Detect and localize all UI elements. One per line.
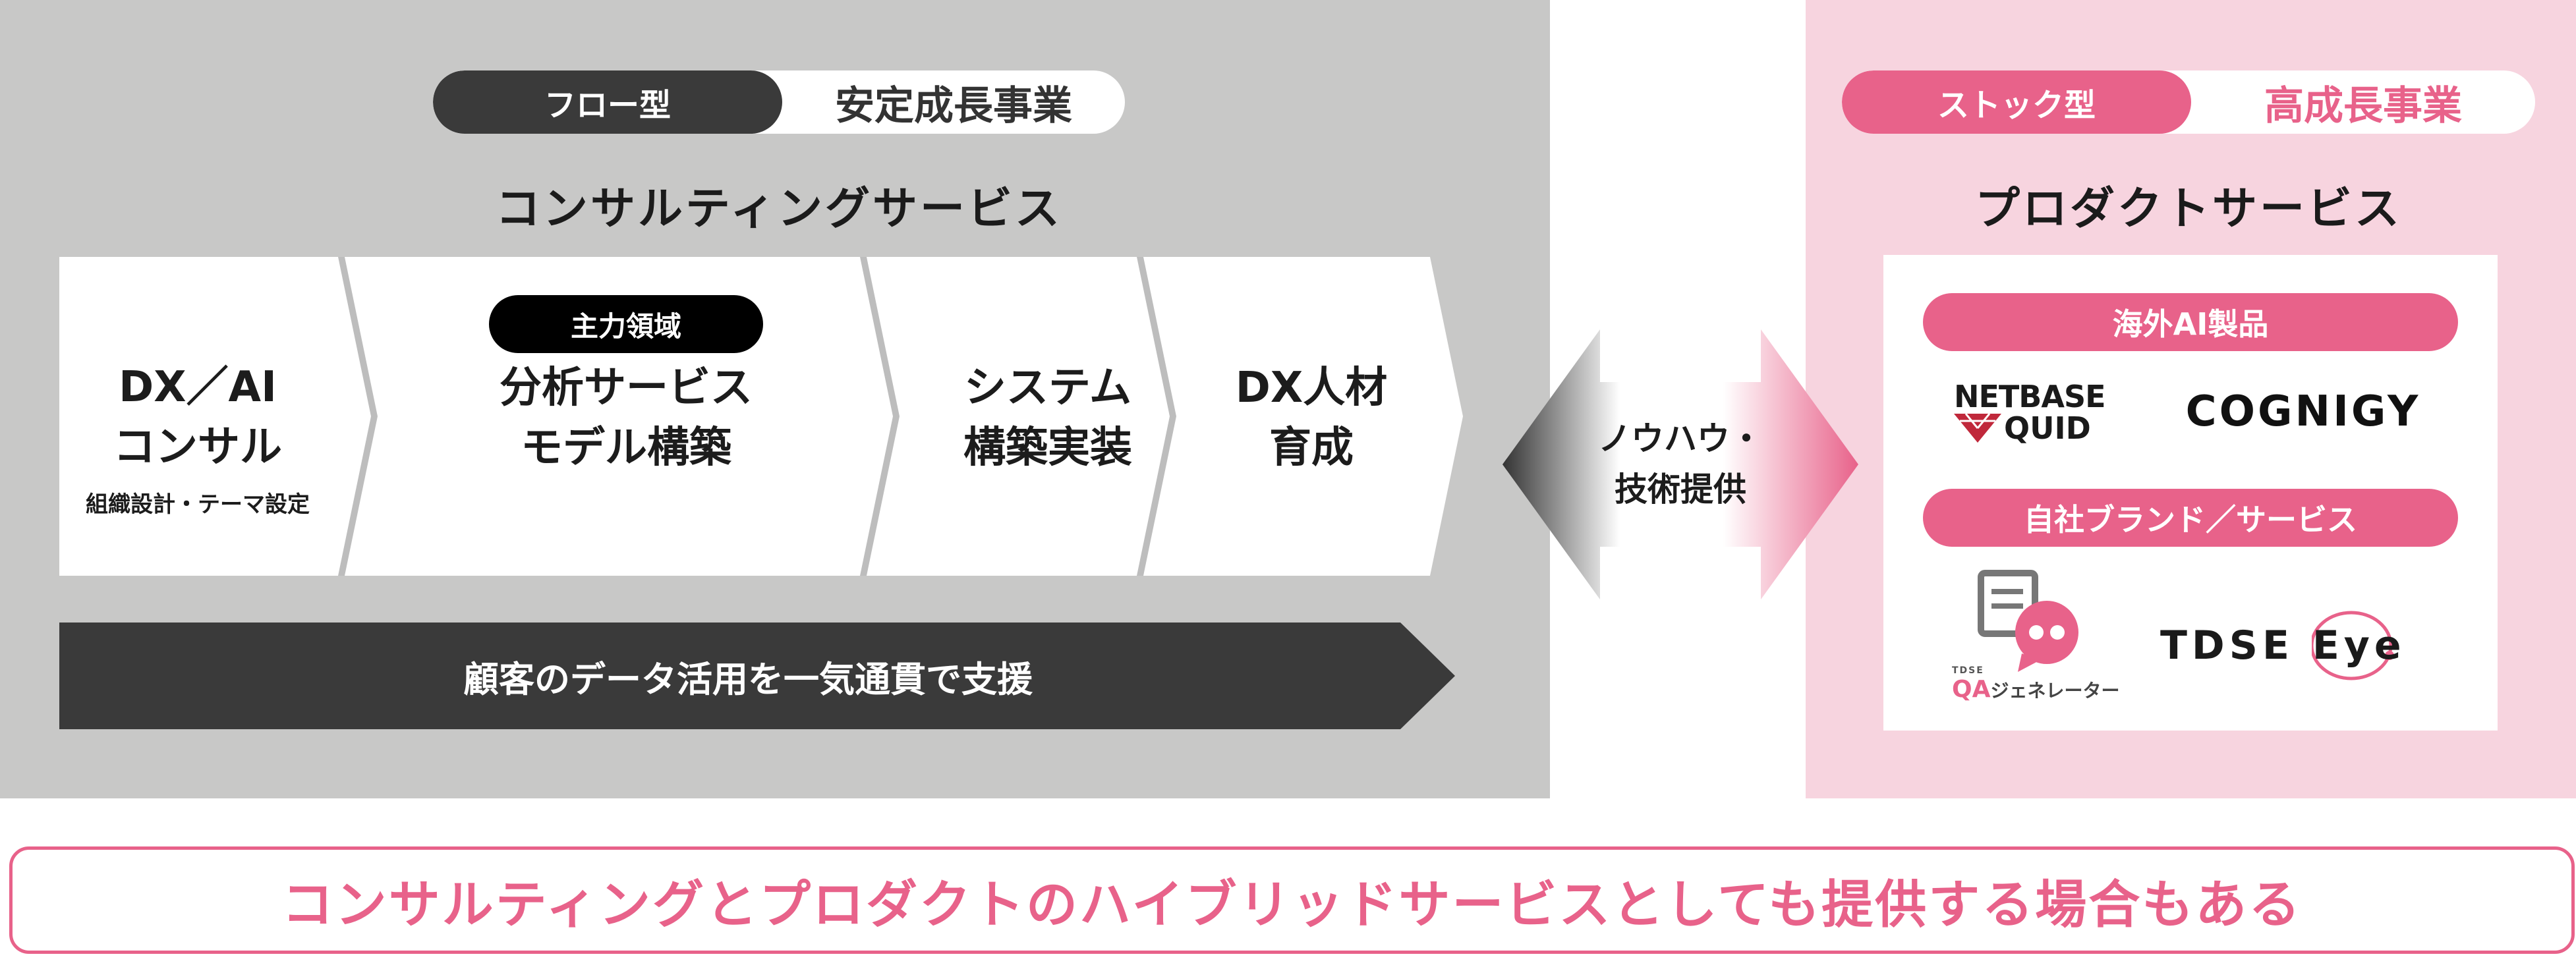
qa-small-text: TDSE [1952,665,1984,676]
step-1-shape [59,257,371,576]
knowhow-line1: ノウハウ・ [1598,419,1763,458]
step-4-line2: 育成 [1269,424,1354,472]
netbase-quid-logo: NETBASE QUID [1954,381,2125,444]
support-banner-text: 顧客のデータ活用を一気通貫で支援 [463,658,1033,700]
step-2-line2: モデル構築 [521,424,731,472]
step-4-shape [1139,257,1463,576]
product-title: プロダクトサービス [1974,182,2402,235]
knowhow-line2: 技術提供 [1615,470,1746,509]
step-analysis-modeling: 分析サービス モデル構築 [395,359,857,478]
qa-rest-text: ジェネレーター [1990,680,2120,702]
knowhow-double-arrow [1503,329,1858,599]
step-1-sub: 組織設計・テーマ設定 [86,491,310,518]
step-2-line1: 分析サービス [500,364,753,413]
flow-type-label: フロー型 [433,70,782,134]
step-4-line1: DX人材 [1235,364,1388,413]
flow-chevrons [59,257,1463,576]
tdse-eye-logo: TDSE Eye [2160,623,2406,669]
quid-text: QUID [2004,410,2091,446]
own-brand-label: 自社ブランド／サービス [1923,489,2458,547]
support-banner-shape [59,623,1455,729]
step-dx-talent: DX人材 育成 [1180,359,1443,478]
qa-generator-wordmark: TDSE QAジェネレーター [1952,665,2123,711]
step-3-line1: システム [963,364,1132,413]
step-1-line2: コンサル [113,422,282,472]
step-3-line2: 構築実装 [963,424,1132,472]
consulting-title: コンサルティングサービス [496,182,1062,235]
high-growth-label: 高成長事業 [2264,82,2462,129]
stable-growth-label: 安定成長事業 [835,82,1072,129]
knowhow-text: ノウハウ・ 技術提供 [1595,408,1766,520]
hybrid-note-text: コンサルティングとプロダクトのハイブリッドサービスとしても提供する場合もある [281,875,2303,935]
step-system-implementation: システム 構築実装 [909,359,1186,478]
qa-generator-icon [1978,570,2078,672]
step-dx-ai-consulting: DX／AI コンサル 組織設計・テーマ設定 [59,352,336,524]
stock-type-label: ストック型 [1842,70,2191,134]
consulting-type-pill: フロー型 安定成長事業 [433,70,1125,134]
overseas-ai-label: 海外AI製品 [1923,293,2458,351]
cognigy-logo: COGNIGY [2185,387,2421,436]
step-1-line1: DX／AI [119,362,277,412]
netbase-text: NETBASE [1954,379,2106,414]
netbase-grid-icon [1954,414,2001,443]
product-type-pill: ストック型 高成長事業 [1842,70,2535,134]
focus-area-badge: 主力領域 [489,295,763,353]
qa-main-text: QA [1952,676,1991,703]
tdse-eye-ring-icon [2312,611,2394,680]
hybrid-note-box: コンサルティングとプロダクトのハイブリッドサービスとしても提供する場合もある [9,846,2575,954]
step-3-shape [862,257,1170,576]
